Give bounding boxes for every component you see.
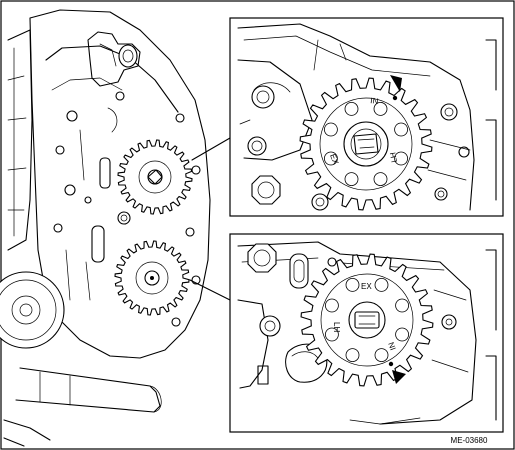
engine-overview (0, 9, 231, 447)
sprocket-hole (394, 151, 409, 166)
mark-label-ex: EX (361, 282, 372, 291)
sprocket-hole (344, 172, 359, 187)
timing-mark-arrow-exhaust (392, 370, 406, 384)
sprocket-hole (323, 151, 338, 166)
sprocket-hole (395, 327, 410, 342)
sprocket-hole (394, 122, 409, 137)
timing-mark-dot-intake (392, 95, 398, 101)
detail-panel-exhaust: EX IN LH (229, 233, 504, 433)
sprocket-hole (344, 102, 359, 116)
callout-leader-upper (191, 137, 231, 161)
mark-label-lh: LH (388, 151, 399, 163)
callout-leader-lower (189, 279, 231, 301)
figure-id-code: ME-03680 (451, 436, 488, 445)
mark-label-in: IN (370, 96, 379, 106)
timing-mark-arrow-intake (390, 75, 402, 92)
sprocket-hole (373, 172, 388, 187)
sprocket-hole (373, 102, 388, 116)
sprocket-hole (324, 298, 339, 313)
mark-label-ex: EX (328, 153, 340, 167)
sprocket-hole (323, 122, 338, 137)
camshaft-hub-intake (343, 121, 389, 167)
timing-mark-dot-exhaust (388, 361, 394, 367)
sprocket-hole (345, 348, 360, 363)
sprocket-hole (395, 298, 410, 313)
detail-panel-intake: IN LH EX (229, 17, 504, 217)
mark-label-lh: LH (332, 322, 341, 332)
sprocket-hole (374, 348, 389, 363)
sprocket-hole (345, 277, 360, 292)
mark-label-in: IN (387, 341, 398, 352)
sprocket-hole (374, 277, 389, 292)
sprocket-hole (324, 327, 339, 342)
